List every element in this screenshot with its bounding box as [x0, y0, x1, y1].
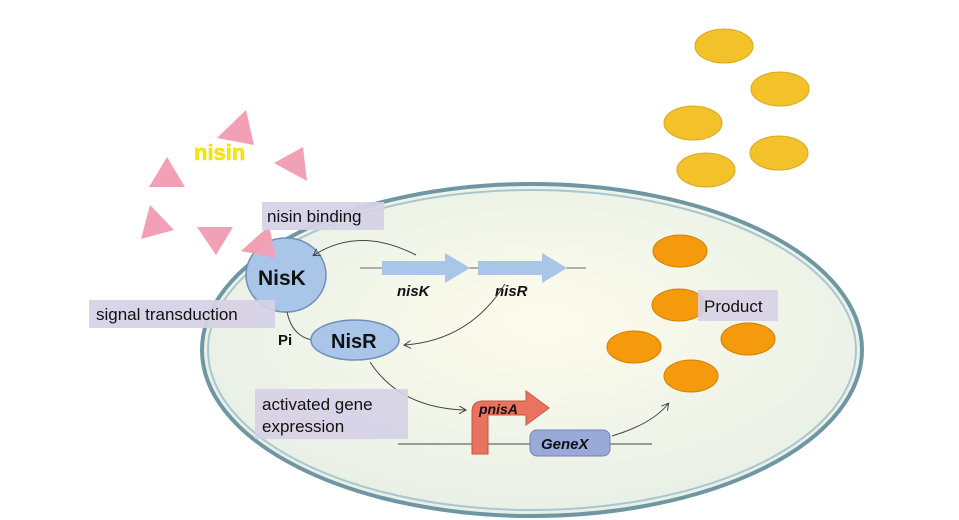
outside-product — [749, 135, 809, 171]
inside-product — [606, 330, 662, 364]
genex-label: GeneX — [541, 436, 590, 453]
inside-product — [652, 234, 708, 268]
product-arrow — [611, 404, 668, 437]
signal-transduction-label: signal transduction — [96, 305, 238, 324]
nisin-triangle — [149, 157, 185, 187]
nisr-protein-label: NisR — [331, 331, 377, 353]
outside-products — [663, 28, 810, 188]
nisk-gene-label: nisK — [397, 283, 431, 300]
signal-transduction-box — [89, 300, 275, 328]
activated-expression-label-line1: activated gene — [262, 395, 373, 414]
nisin-triangle — [274, 147, 307, 181]
activated-expression-box — [255, 389, 408, 439]
nisin-binding-box — [262, 202, 384, 230]
activated-expression-label-line2: expression — [262, 417, 344, 436]
phospho-transfer-line — [286, 311, 313, 341]
nisr-expression-arrow — [405, 283, 506, 345]
outside-product — [694, 28, 754, 64]
activation-arrow — [369, 361, 465, 410]
nisk-expression-arrow — [314, 240, 417, 256]
outside-product — [663, 105, 723, 141]
cell-membrane-inner — [207, 189, 857, 511]
nisin-binding-label: nisin binding — [267, 207, 362, 226]
outside-product — [750, 71, 810, 107]
nisr-gene-arrow — [478, 253, 567, 283]
nisk-protein-label: NisK — [258, 267, 306, 290]
nisin-triangle — [241, 226, 276, 258]
nisr-protein — [310, 319, 400, 361]
nisin-label: nisin — [194, 140, 245, 165]
pnisa-label: pnisA — [478, 401, 518, 417]
nisk-protein — [245, 237, 327, 313]
inside-product — [651, 288, 707, 322]
phosphate-label: Pi — [278, 332, 292, 349]
genex-box — [529, 429, 611, 457]
outside-product — [676, 152, 736, 188]
nisin-triangle — [217, 110, 254, 145]
nisin-triangle — [141, 205, 174, 239]
nisin-triangle — [197, 227, 233, 255]
inside-product — [663, 359, 719, 393]
pnisa-promoter-arrow — [471, 390, 550, 455]
inside-product — [720, 322, 776, 356]
product-label-box — [698, 290, 778, 321]
nisin-peptides — [141, 110, 307, 258]
product-label: Product — [704, 297, 763, 316]
inside-products — [606, 234, 776, 393]
nisk-gene-arrow — [382, 253, 470, 283]
